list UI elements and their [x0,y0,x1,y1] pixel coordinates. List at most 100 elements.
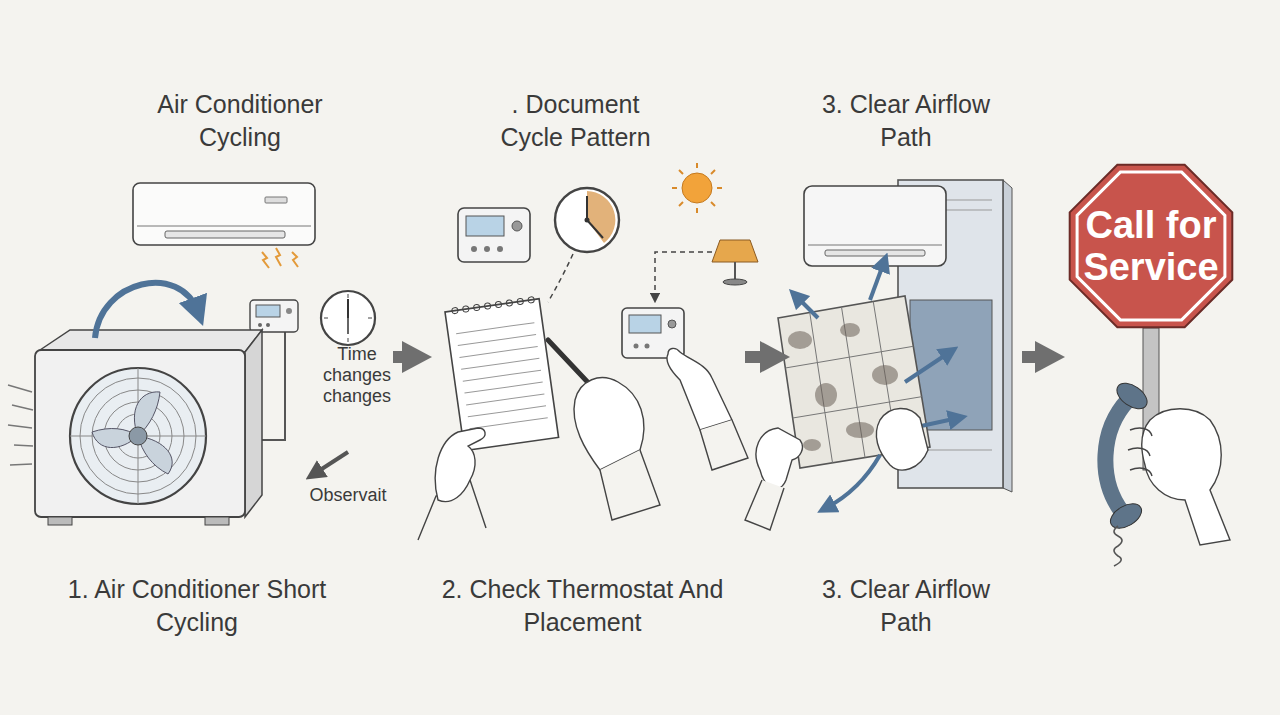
indoor-unit [804,186,946,266]
indoor-unit [804,186,946,266]
notepad [445,296,559,451]
pointer-arrow [314,452,348,474]
clock [347,318,349,334]
indoor-unit [265,197,287,203]
notepad [463,370,541,381]
outdoor-unit [35,330,262,525]
hand [667,348,748,470]
clock [585,218,590,223]
clock [321,291,375,345]
annotation-note: Time changes changes [320,344,394,407]
notepad [517,298,524,305]
step-heading: Air Conditioner Cycling [130,88,350,154]
notepad [495,301,502,308]
sun [679,170,683,174]
airflow-arrow [905,352,950,382]
indoor-unit [165,231,285,238]
thermostat [458,208,530,262]
clock [348,294,349,298]
notepad [459,346,537,357]
step-caption: 2. Check Thermostat And Placement [435,573,730,639]
notepad [445,299,559,451]
lamp [723,279,747,285]
thermostat [645,344,650,349]
clock [347,299,349,318]
hand [745,480,784,530]
sun [672,163,722,213]
sun [711,170,715,174]
hand [667,348,732,430]
thermostat [466,216,504,236]
thermostat [250,300,298,332]
phone [1105,378,1151,566]
outdoor-unit [245,330,262,517]
thermostat [634,344,639,349]
clock [555,188,619,252]
thermostat [458,208,530,262]
step-panel: . Document Cycle Pattern 2. Check Thermos… [432,85,745,650]
spark-marks [292,252,298,267]
clock [587,191,615,243]
thermostat [286,308,292,314]
notepad [469,418,547,429]
hand [745,408,928,530]
phone [1114,526,1122,566]
thermostat [266,323,270,327]
thermostat [250,300,298,332]
sun [717,187,722,189]
hand [1142,409,1230,545]
air-filter [815,383,837,407]
spark-marks [262,248,298,268]
speed-lines [8,385,32,392]
sun [711,202,715,206]
thermostat [256,305,280,317]
notepad [458,335,536,346]
clock [587,220,603,238]
air-filter [846,422,874,438]
outdoor-unit [129,427,147,445]
step-panel: 3. Clear Airflow Path3. Clear Airflow Pa… [790,85,1022,650]
sun [696,208,698,213]
hand [1130,428,1152,436]
air-handler [1003,180,1012,492]
clock [555,188,619,252]
notepad [473,304,480,311]
sun [696,163,698,168]
sign-text: Call for Service [1076,204,1226,288]
sign-face [1070,165,1233,328]
step-heading: . Document Cycle Pattern [488,88,663,154]
notepad [452,307,459,314]
indoor-unit [133,183,315,245]
hand [1130,468,1152,476]
lamp [734,262,736,280]
flow-arrow [745,351,770,363]
hand [1128,448,1150,456]
airflow-arrow [826,455,880,508]
speed-lines [10,464,32,465]
thermostat [629,315,661,333]
hand [700,420,748,470]
thermostat [484,246,490,252]
step-caption: 1. Air Conditioner Short Cycling [67,573,327,639]
notepad [484,303,491,310]
flow-arrow [393,351,412,363]
notepad [506,300,513,307]
airflow-arrow [796,262,958,508]
indoor-unit [137,226,311,227]
clock [324,318,328,319]
wire [262,332,285,440]
sun [682,173,712,203]
sun [672,187,677,189]
thermostat [471,246,477,252]
notepad [466,394,544,405]
thermostat [497,246,503,252]
outdoor-unit [205,517,229,525]
notepad [456,323,534,334]
lamp [712,240,758,285]
clock [368,318,372,319]
thermostat [512,221,522,231]
outdoor-unit [48,517,72,525]
phone [1105,400,1128,512]
air-filter [803,439,821,451]
